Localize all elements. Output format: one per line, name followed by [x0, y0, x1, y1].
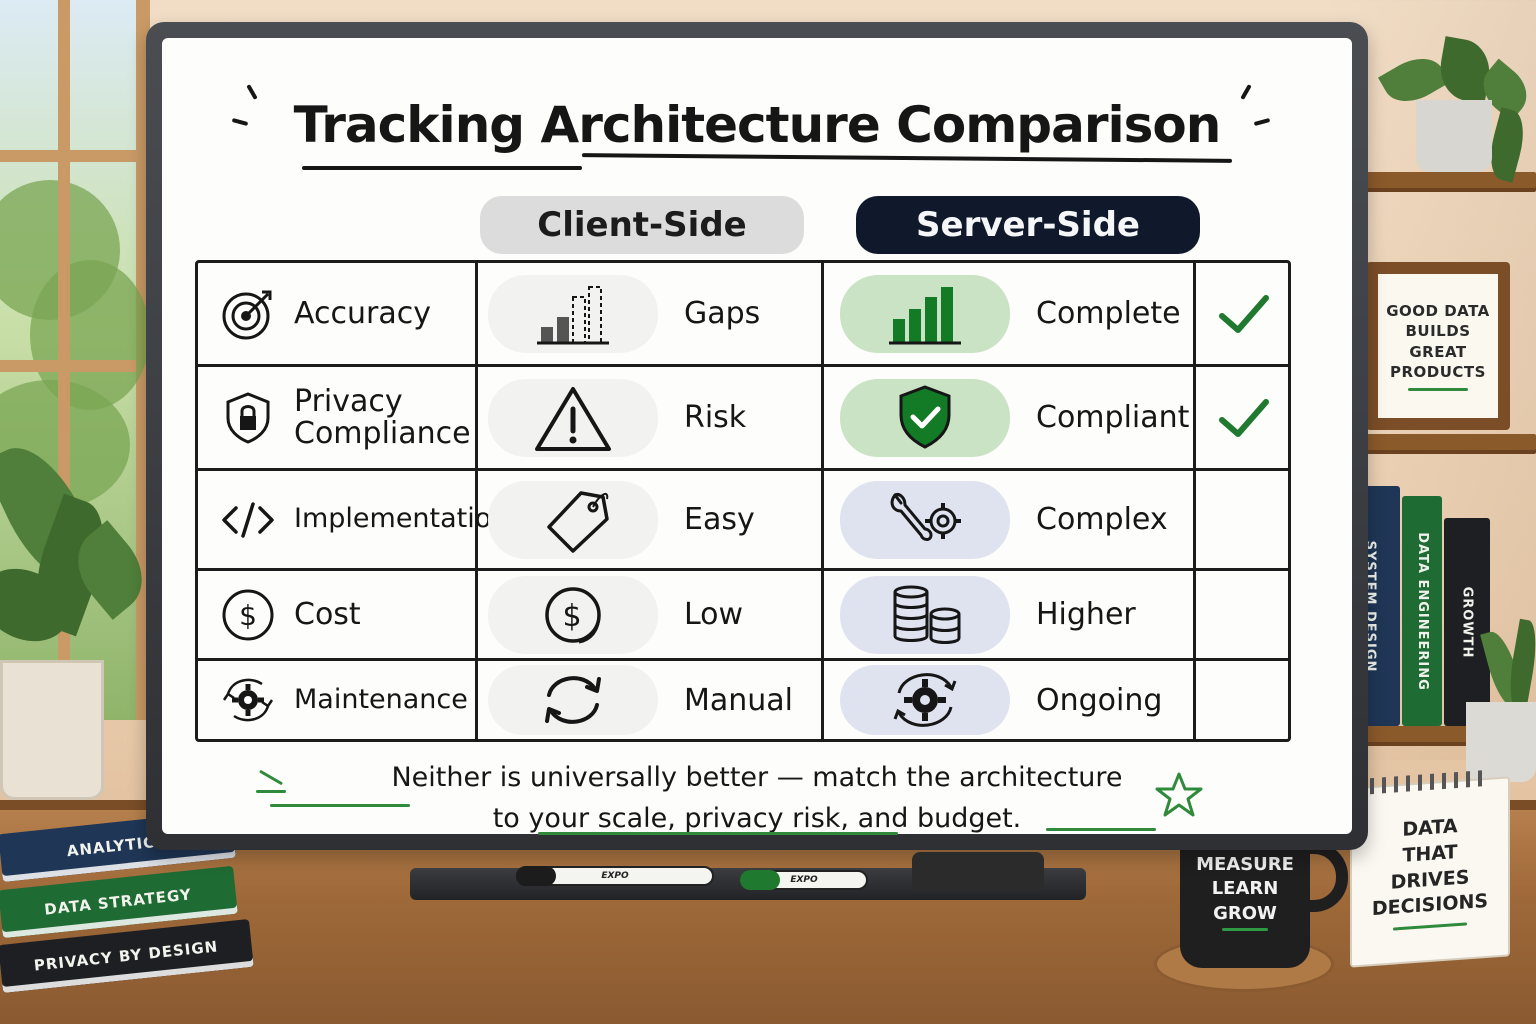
bar-chart-gaps-icon — [488, 274, 658, 353]
svg-text:$: $ — [562, 599, 581, 634]
server-value: Complex — [1036, 502, 1168, 537]
frame-line-3: GREAT — [1409, 342, 1467, 361]
check-icon — [1196, 263, 1292, 364]
target-icon — [220, 286, 276, 342]
calendar-line-2: THAT — [1402, 840, 1458, 867]
mug-line-2: LEARN — [1211, 878, 1279, 900]
top-shelf — [1348, 172, 1536, 188]
desk-calendar: DATA THAT DRIVES DECISIONS — [1350, 769, 1510, 968]
server-value: Complete — [1036, 296, 1181, 331]
footnote-underline — [538, 832, 898, 835]
frame-line-2: BUILDS — [1405, 322, 1471, 341]
client-value: Risk — [684, 400, 747, 435]
svg-text:$: $ — [239, 599, 257, 632]
coin-stacks-icon — [840, 575, 1010, 654]
quote-frame: GOOD DATA BUILDS GREAT PRODUCTS — [1366, 262, 1510, 430]
dollar-coin-icon: $ — [488, 575, 658, 654]
bar-chart-full-icon — [840, 274, 1010, 353]
client-value: Manual — [684, 682, 794, 718]
whiteboard-frame: Tracking Architecture Comparison Client-… — [146, 22, 1368, 850]
frame-line-1: GOOD DATA — [1386, 302, 1490, 320]
mug-line-3: GROW — [1213, 902, 1277, 924]
middle-shelf — [1348, 434, 1536, 450]
book-growth: GROWTH — [1444, 518, 1490, 726]
row-label: Implementation — [294, 503, 509, 535]
mug-line-1: MEASURE — [1196, 854, 1294, 876]
star-icon — [1155, 772, 1203, 817]
column-header-server-side: Server-Side — [856, 196, 1200, 254]
eraser[interactable] — [912, 852, 1044, 892]
table-row-maintenance: Maintenance Manual Ongoing — [198, 661, 1288, 739]
frame-line-4: PRODUCTS — [1390, 362, 1486, 381]
title-underline-left — [302, 166, 582, 170]
gear-cycle-icon — [840, 665, 1010, 735]
code-icon — [220, 492, 276, 548]
server-value: Higher — [1036, 597, 1136, 632]
black-marker[interactable]: EXPO — [516, 866, 714, 886]
gear-cycle-icon — [220, 672, 276, 728]
shield-lock-icon — [220, 390, 276, 446]
wrench-gear-icon — [840, 480, 1010, 559]
table-row-privacy-compliance: Privacy Compliance Risk Compliant — [198, 367, 1288, 471]
footnote-stroke-left — [270, 804, 410, 807]
title-underline-right — [581, 153, 1233, 163]
server-value: Compliant — [1036, 400, 1190, 435]
dollar-icon: $ — [220, 587, 276, 643]
green-marker[interactable]: EXPO — [740, 870, 868, 890]
footnote: Neither is universally better — match th… — [162, 758, 1352, 839]
table-row-cost: $ Cost $ Low Higher — [198, 571, 1288, 661]
client-value: Low — [684, 597, 744, 632]
board-title: Tracking Architecture Comparison — [293, 96, 1222, 154]
column-header-client-side: Client-Side — [480, 196, 804, 254]
check-icon — [1196, 367, 1292, 468]
row-label: Accuracy — [294, 295, 431, 331]
footnote-line-1: Neither is universally better — match th… — [391, 762, 1123, 793]
row-label: Maintenance — [294, 683, 468, 715]
refresh-icon — [488, 665, 658, 735]
book-data-engineering: DATA ENGINEERING — [1402, 496, 1442, 726]
calendar-line-1: DATA — [1402, 815, 1458, 842]
table-row-implementation: Implementation Easy Complex — [198, 471, 1288, 571]
client-value: Gaps — [684, 296, 761, 331]
client-value: Easy — [684, 502, 755, 537]
footnote-stroke-right — [1046, 828, 1156, 831]
row-label: Privacy Compliance — [294, 384, 471, 451]
table-row-accuracy: Accuracy Gaps Complete — [198, 263, 1288, 367]
tag-icon — [488, 480, 658, 559]
server-value: Ongoing — [1036, 682, 1163, 718]
calendar-line-4: DECISIONS — [1371, 890, 1489, 921]
shield-check-icon — [840, 378, 1010, 457]
row-label: Cost — [294, 596, 361, 632]
comparison-table: Accuracy Gaps Complete — [195, 260, 1291, 742]
warning-icon — [488, 378, 658, 457]
whiteboard: Tracking Architecture Comparison Client-… — [162, 38, 1352, 835]
footnote-line-2: to your scale, privacy risk, and budget. — [492, 802, 1022, 834]
